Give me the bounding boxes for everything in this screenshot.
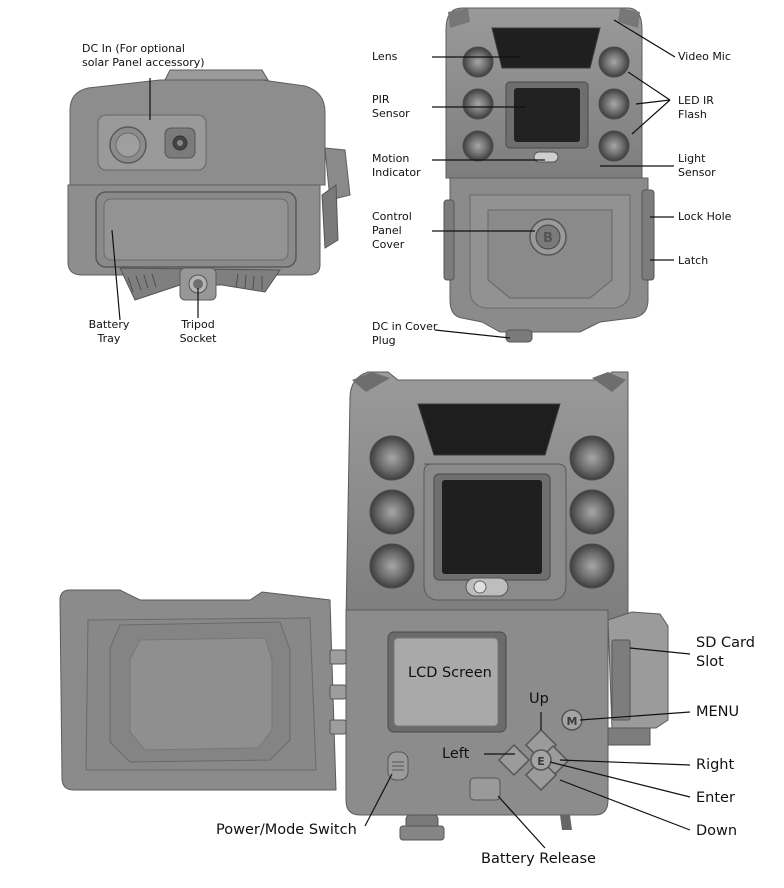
label-up: Up (529, 691, 549, 707)
leader-lines (111, 19, 691, 849)
label-down: Down (696, 823, 738, 839)
label-right: Right (696, 757, 735, 773)
label-lens: Lens (372, 50, 398, 63)
led-ir-flash-array-top (462, 46, 630, 162)
label-enter: Enter (696, 790, 735, 806)
dpad (497, 709, 583, 792)
bottom-view-camera (67, 69, 351, 301)
label-menu: MENU (696, 704, 740, 720)
open-camera (59, 371, 669, 841)
label-latch: Latch (678, 254, 709, 267)
label-video-mic: Video Mic (678, 50, 731, 63)
front-view-camera: B (443, 7, 655, 343)
label-lcd-screen: LCD Screen (408, 665, 492, 681)
svg-text:B: B (543, 231, 553, 246)
led-ir-flash-array-bottom (369, 435, 615, 589)
label-lock-hole: Lock Hole (678, 210, 732, 223)
enter-button-glyph: E (537, 755, 545, 768)
label-power-mode-switch: Power/Mode Switch (216, 822, 357, 838)
label-left: Left (442, 746, 470, 762)
menu-button-glyph: M (567, 715, 578, 728)
label-battery-release: Battery Release (481, 851, 596, 867)
